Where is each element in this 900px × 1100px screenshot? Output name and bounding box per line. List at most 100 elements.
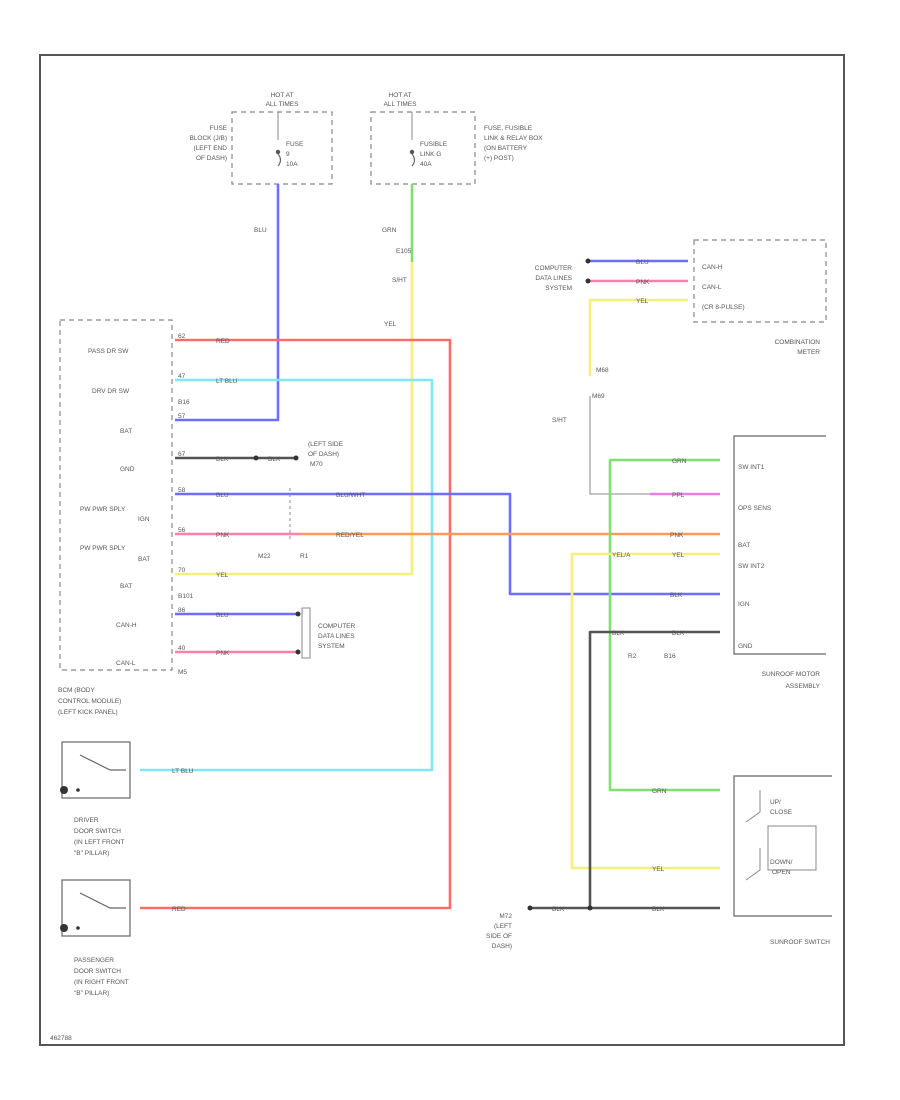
bcm-name1: BCM (BODY xyxy=(58,687,96,694)
wire-yel-bat xyxy=(175,262,414,576)
wire-label-yel-motor: YEL xyxy=(672,552,685,559)
wire-label-b16: B16 xyxy=(664,653,676,660)
door-switch-ground-icon xyxy=(60,786,68,794)
switch-ground-id: M72 xyxy=(499,913,512,920)
bcm-num-8: 86 xyxy=(178,607,186,614)
sunroof-switch: UP/ CLOSE DOWN/ OPEN SUNROOF SWITCH xyxy=(733,775,832,946)
bcm-pin-bat: BAT xyxy=(120,428,132,435)
bcm-pin-pwr2: PW PWR SPLY xyxy=(80,545,126,552)
motor-pin-swint1: SW INT1 xyxy=(738,464,765,471)
switch-close: CLOSE xyxy=(770,809,793,816)
fuse2-name: FUSIBLE xyxy=(420,141,448,148)
meter-cdl3: SYSTEM xyxy=(545,285,572,292)
bcm-pin-ign: IGN xyxy=(138,516,150,523)
wire-label-blk-1: BLK xyxy=(216,456,229,463)
wire-red-pass xyxy=(140,338,452,910)
wire-label-grn-motor: GRN xyxy=(672,458,687,465)
fuse1-num: 9 xyxy=(286,151,290,158)
wire-label-blk-sw1: BLK xyxy=(552,906,565,913)
bcm-pin-canl: CAN-L xyxy=(116,660,136,667)
bcm-pin-bat2: BAT xyxy=(138,556,150,563)
wire-grn-swint xyxy=(608,458,720,792)
bcm-num-9: 40 xyxy=(178,645,186,652)
fuse2-terminal-icon xyxy=(409,149,415,155)
switch-ground-icon xyxy=(527,905,533,911)
bcm-name2: CONTROL MODULE) xyxy=(58,698,121,705)
meter-pin-canh: CAN-H xyxy=(702,264,723,271)
bcm-num-6: 70 xyxy=(178,567,186,574)
wire-bluwht-ign xyxy=(175,492,720,596)
bcm-num-3: 67 xyxy=(178,451,186,458)
footer-id: 462788 xyxy=(50,1035,72,1042)
switch-ground-3: DASH) xyxy=(492,943,512,950)
switch-down: DOWN/ xyxy=(770,859,793,866)
wire-yel-meter xyxy=(588,298,688,376)
bcm-cdl2: DATA LINES xyxy=(318,633,355,640)
wire-yel-swint2 xyxy=(570,552,720,870)
wire-label-blk-motor2: BLK xyxy=(672,630,685,637)
drv-l1: DRIVER xyxy=(74,817,99,824)
bcm-cdl1: COMPUTER xyxy=(318,623,356,630)
meter-cdl2: DATA LINES xyxy=(535,275,572,282)
fuse2-link: LINK G xyxy=(420,151,441,158)
switch-ground-2: SIDE OF xyxy=(486,933,512,940)
wire-label-redyel: RED/YEL xyxy=(336,532,364,539)
fuse1-loc4: OF DASH) xyxy=(196,155,227,162)
wire-label-red-sw: RED xyxy=(172,906,186,913)
bcm-m5: M5 xyxy=(178,669,187,676)
fuse1-hot-label: HOT AT xyxy=(271,92,294,99)
bcm-cdl3: SYSTEM xyxy=(318,643,345,650)
wire-label-blk-2: BLK xyxy=(268,456,281,463)
switch-name: SUNROOF SWITCH xyxy=(770,939,830,946)
wire-label-canl: PNK xyxy=(216,650,230,657)
wire-label-pnk-motor: PNK xyxy=(670,532,684,539)
bcm-num-5: 56 xyxy=(178,527,186,534)
fuse-block-2: HOT AT ALL TIMES FUSIBLE LINK G 40A FUSE… xyxy=(370,92,543,185)
bcm-name3: (LEFT KICK PANEL) xyxy=(58,709,118,716)
wire-label-m22: M22 xyxy=(258,553,271,560)
door-switch-ground-icon-2 xyxy=(60,924,68,932)
motor-pin-bat: BAT xyxy=(738,542,750,549)
drv-l2: DOOR SWITCH xyxy=(74,828,121,835)
fuse1-loc3: (LEFT END xyxy=(194,145,228,152)
sunroof-motor-assembly: SW INT1 OPS SENS BAT SW INT2 IGN GND SUN… xyxy=(733,435,826,690)
wire-blk-motor-gnd xyxy=(588,630,720,908)
bcm-b16: B16 xyxy=(178,399,190,406)
fuse2-loc2: LINK & RELAY BOX xyxy=(484,135,543,142)
wire-label-blu-ign: BLU xyxy=(216,492,229,499)
meter-pin-pulse: (CR 8-PULSE) xyxy=(702,304,745,311)
wire-ltblu-drv xyxy=(140,378,434,772)
wire-label-ltblu-sw: LT BLU xyxy=(172,768,194,775)
meter-pin-canl: CAN-L xyxy=(702,284,722,291)
wire-label-e105: E105 xyxy=(396,248,412,255)
wire-blu-fuse1 xyxy=(175,184,280,422)
bcm-pin-canh: CAN-H xyxy=(116,622,137,629)
fuse2-hot-label: HOT AT xyxy=(389,92,412,99)
wire-label-red-bcm: RED xyxy=(216,338,230,345)
bcm-module: PASS DR SW DRV DR SW BAT GND PW PWR SPLY… xyxy=(58,319,194,716)
motor-name2: ASSEMBLY xyxy=(785,683,820,690)
wire-label-sht: S/HT xyxy=(392,277,407,284)
drv-l4: "B" PILLAR) xyxy=(74,850,109,857)
wire-label-meter-canl: PNK xyxy=(636,279,650,286)
motor-name1: SUNROOF MOTOR xyxy=(762,671,821,678)
bcm-num-4: 58 xyxy=(178,487,186,494)
wire-label-blk-motor: BLK xyxy=(612,630,625,637)
wire-label-meter-yel: YEL xyxy=(636,298,649,305)
wire-label-ign-motor: BLK xyxy=(670,592,683,599)
wire-label-canh: BLU xyxy=(216,612,229,619)
bcm-pin-bat3: BAT xyxy=(120,583,132,590)
ground-point-icon xyxy=(293,455,299,461)
meter-name1: COMBINATION xyxy=(775,339,821,346)
wire-label-grn-switch: GRN xyxy=(652,788,667,795)
wire-label-m68: M68 xyxy=(596,367,609,374)
switch-ground-1: (LEFT xyxy=(494,923,512,930)
fuse1-fuse-label: FUSE xyxy=(286,141,304,148)
switch-open: OPEN xyxy=(772,869,791,876)
motor-pin-ops: OPS SENS xyxy=(738,505,772,512)
motor-pin-swint2: SW INT2 xyxy=(738,563,765,570)
fuse1-loc1: FUSE xyxy=(210,125,228,132)
meter-name2: METER xyxy=(797,349,820,356)
fuse1-hot-sub: ALL TIMES xyxy=(266,101,300,108)
